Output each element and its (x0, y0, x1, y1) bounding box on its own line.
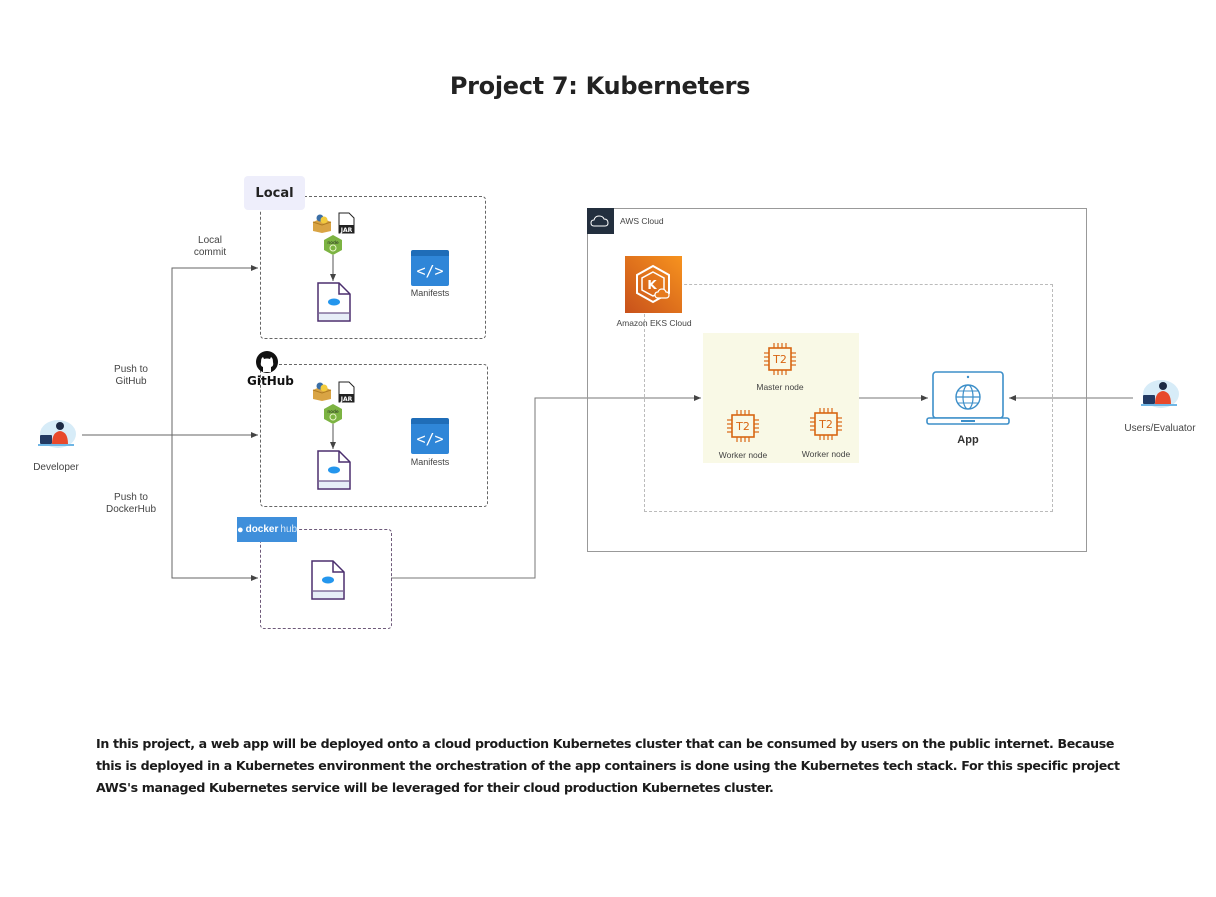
edge-label-push-github: Push to GitHub (114, 364, 148, 387)
github-tag: GitHub (247, 374, 294, 388)
manifests-label-local: Manifests (410, 288, 450, 298)
users-evaluator-label: Users/Evaluator (1124, 423, 1196, 434)
edge-local-commit (171, 265, 258, 435)
svg-text:K: K (647, 278, 657, 292)
svg-text:JAR: JAR (340, 227, 353, 234)
svg-text:node: node (327, 409, 338, 415)
eks-label: Amazon EKS Cloud (616, 318, 692, 328)
local-group (260, 196, 486, 339)
developer-icon (34, 418, 78, 452)
worker-node-chip-icon: T2 (808, 406, 844, 442)
edge-push-dockerhub (171, 435, 258, 581)
dockerhub-group (260, 529, 392, 629)
nodejs-icon: node (323, 403, 343, 425)
manifests-label-github: Manifests (410, 457, 450, 467)
edge-label-local-commit: Local commit (193, 235, 227, 258)
users-evaluator-icon (1137, 378, 1181, 412)
diagram-title: Project 7: Kuberneters (449, 72, 751, 100)
dockerhub-tag-left: docker (245, 524, 279, 535)
kubernetes-cluster (703, 333, 859, 463)
aws-cloud-label: AWS Cloud (620, 216, 664, 226)
eks-region (644, 284, 1053, 512)
amazon-eks-icon: K (625, 256, 682, 313)
edge-dockerhub-to-cluster (391, 395, 701, 579)
github-icon (254, 350, 280, 374)
svg-text:T2: T2 (772, 353, 787, 366)
aws-cloud-icon (587, 208, 614, 234)
jar-file-icon: JAR (338, 381, 355, 403)
dockerfile-icon-local (317, 282, 351, 322)
dockerhub-tag-right: hub (280, 524, 298, 535)
nodejs-icon: node (323, 234, 343, 256)
jar-file-icon: JAR (338, 212, 355, 234)
app-label: App (957, 434, 979, 446)
manifests-icon-github: </> (411, 418, 449, 454)
python-package-icon (311, 213, 333, 233)
dockerfile-icon-github (317, 450, 351, 490)
master-node-label: Master node (756, 382, 804, 392)
aws-cloud-group (587, 208, 1087, 552)
svg-text:node: node (327, 240, 338, 246)
master-node-chip-icon: T2 (762, 341, 798, 377)
project-description: In this project, a web app will be deplo… (96, 736, 1120, 795)
developer-label: Developer (33, 462, 79, 473)
local-tag: Local (244, 176, 305, 210)
worker-node-label: Worker node (718, 450, 768, 460)
manifests-icon-local: </> (411, 250, 449, 286)
worker-node-chip-icon: T2 (725, 408, 761, 444)
edge-label-push-dockerhub: Push to DockerHub (105, 492, 157, 515)
github-group (260, 364, 488, 507)
app-laptop-globe-icon (925, 370, 1011, 428)
svg-text:JAR: JAR (340, 396, 353, 403)
docker-whale-icon: ● (236, 523, 244, 536)
svg-text:T2: T2 (818, 418, 833, 431)
python-package-icon (311, 381, 333, 401)
dockerfile-icon-dockerhub (311, 560, 345, 600)
worker-node-label: Worker node (801, 449, 851, 459)
svg-text:T2: T2 (735, 420, 750, 433)
